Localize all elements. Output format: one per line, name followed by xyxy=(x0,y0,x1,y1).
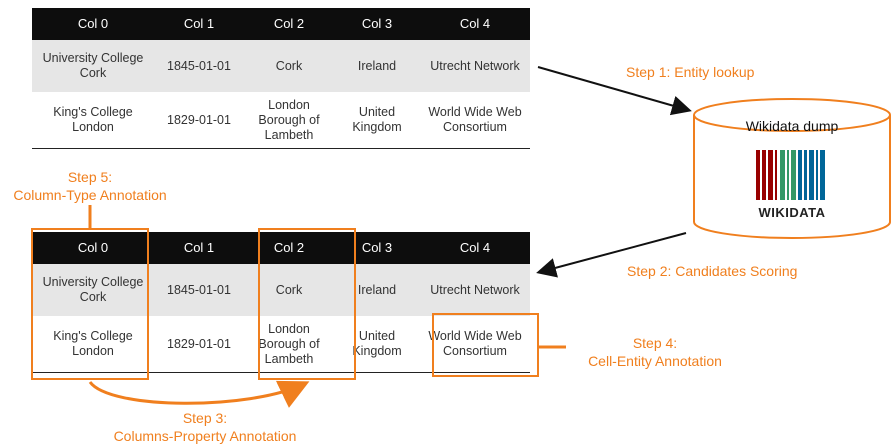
database-label: Wikidata dump xyxy=(745,118,839,134)
table-cell: Ireland xyxy=(334,40,420,92)
column-header: Col 1 xyxy=(154,8,244,40)
table-cell: 1845-01-01 xyxy=(154,40,244,92)
table-cell: World Wide Web Consortium xyxy=(420,316,530,373)
wikidata-logo-text: WIKIDATA xyxy=(758,205,826,220)
table-cell: Utrecht Network xyxy=(420,40,530,92)
column-header: Col 4 xyxy=(420,232,530,264)
column-header: Col 3 xyxy=(334,8,420,40)
lookup-arrow xyxy=(537,66,692,116)
table-header-row: Col 0 Col 1 Col 2 Col 3 Col 4 xyxy=(32,8,530,40)
table-cell: 1829-01-01 xyxy=(154,92,244,149)
column-property-highlight xyxy=(258,228,356,380)
step3-name: Columns-Property Annotation xyxy=(113,427,297,444)
step4-name: Cell-Entity Annotation xyxy=(588,352,722,369)
step1-label: Step 1: Entity lookup xyxy=(626,64,755,80)
table-cell: United Kingdom xyxy=(334,92,420,149)
step3-title: Step 3: xyxy=(182,410,228,426)
table-cell: 1829-01-01 xyxy=(154,316,244,373)
scoring-arrow xyxy=(536,232,687,278)
column-header: Col 0 xyxy=(32,8,154,40)
column-type-highlight xyxy=(31,228,149,380)
table-cell: Cork xyxy=(244,40,334,92)
table-cell: 1845-01-01 xyxy=(154,264,244,316)
table-row: University College Cork 1845-01-01 Cork … xyxy=(32,40,530,92)
step3-label: Step 3: Columns-Property Annotation xyxy=(100,410,310,445)
cell-entity-highlight xyxy=(432,313,539,377)
table-cell: University College Cork xyxy=(32,264,154,316)
step5-name: Column-Type Annotation xyxy=(13,186,167,203)
step4-label: Step 4: Cell-Entity Annotation xyxy=(566,335,744,370)
source-table: Col 0 Col 1 Col 2 Col 3 Col 4 University… xyxy=(32,8,530,149)
column-header: Col 1 xyxy=(154,232,244,264)
column-header: Col 3 xyxy=(334,232,420,264)
wikidata-logo-icon xyxy=(756,150,825,200)
table-cell: United Kingdom xyxy=(334,316,420,373)
table-cell: King's College London xyxy=(32,92,154,149)
table-cell: World Wide Web Consortium xyxy=(420,92,530,149)
table-cell: King's College London xyxy=(32,316,154,373)
table-row: King's College London 1829-01-01 London … xyxy=(32,92,530,149)
step5-title: Step 5: xyxy=(67,169,113,185)
table-cell: London Borough of Lambeth xyxy=(244,92,334,149)
column-property-arrow xyxy=(88,380,310,408)
column-header: Col 4 xyxy=(420,8,530,40)
column-header: Col 0 xyxy=(32,232,154,264)
step2-label: Step 2: Candidates Scoring xyxy=(627,263,798,279)
table-cell: Ireland xyxy=(334,264,420,316)
table-cell: Utrecht Network xyxy=(420,264,530,316)
table-cell: University College Cork xyxy=(32,40,154,92)
table-header-row: Col 0 Col 1 Col 2 Col 3 Col 4 xyxy=(32,232,530,264)
step4-title: Step 4: xyxy=(632,335,678,351)
column-header: Col 2 xyxy=(244,8,334,40)
step5-label: Step 5: Column-Type Annotation xyxy=(0,169,180,204)
